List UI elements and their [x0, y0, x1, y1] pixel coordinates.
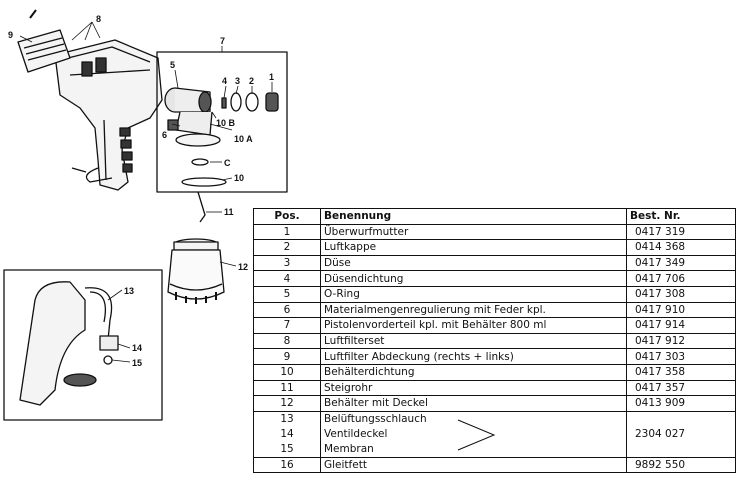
cell-nr: 9892 550 [626, 456, 736, 474]
header-name: Benennung [320, 208, 627, 225]
callout-11: 11 [224, 207, 234, 217]
cell-pos: 2 [253, 239, 321, 256]
callout-15: 15 [132, 358, 142, 368]
nozzle-assembly [164, 87, 279, 223]
cell-name: Materialmengenregulierung mit Feder kpl. [320, 301, 627, 319]
cell-pos: 8 [253, 332, 321, 350]
cell-name: Steigrohr [320, 379, 627, 397]
cell-pos: 3 [253, 254, 321, 272]
cell-name: O-Ring [320, 285, 627, 303]
group-pos: 13 [280, 412, 294, 425]
cell-pos: 9 [253, 348, 321, 365]
container [167, 238, 225, 304]
cell-pos-group: 13 14 15 [253, 410, 321, 458]
cell-nr: 0417 706 [626, 270, 736, 287]
callout-6: 6 [162, 130, 167, 140]
group-pos: 14 [280, 427, 294, 440]
cell-nr-group: 2304 027 [626, 410, 736, 458]
cell-name: Düsendichtung [320, 270, 627, 287]
group-name: Membran [324, 442, 374, 455]
cell-name: Luftkappe [320, 239, 627, 256]
callout-7: 7 [220, 36, 225, 46]
group-name: Belüftungsschlauch [324, 412, 427, 425]
callout-14: 14 [132, 343, 142, 353]
cell-name: Behälterdichtung [320, 363, 627, 381]
cell-pos: 16 [253, 456, 321, 474]
cell-nr: 0417 303 [626, 348, 736, 365]
cell-nr: 0417 319 [626, 223, 736, 241]
cell-name: Luftfilterset [320, 332, 627, 350]
cell-pos: 5 [253, 285, 321, 303]
cell-pos: 11 [253, 379, 321, 397]
cell-pos: 7 [253, 317, 321, 334]
leader-lines [19, 21, 273, 363]
callout-9: 9 [8, 30, 13, 40]
group-name: Ventildeckel [324, 427, 388, 440]
callout-c: C [224, 158, 231, 168]
cell-nr: 0417 308 [626, 285, 736, 303]
inset-detail [19, 281, 119, 406]
cell-nr: 0417 357 [626, 379, 736, 397]
cell-pos: 1 [253, 223, 321, 241]
callout-3: 3 [235, 76, 240, 86]
cell-nr: 0417 912 [626, 332, 736, 350]
inset-frame [3, 269, 163, 421]
callout-10b: 10 B [216, 118, 236, 128]
cell-name: Gleitfett [320, 456, 627, 474]
cell-name: Überwurfmutter [320, 223, 627, 241]
group-pos: 15 [280, 442, 294, 455]
cell-nr: 0413 909 [626, 395, 736, 412]
cell-nr: 0414 368 [626, 239, 736, 256]
cell-name: Pistolenvorderteil kpl. mit Behälter 800… [320, 317, 627, 334]
group-bracket-icon [457, 419, 496, 451]
header-nr: Best. Nr. [626, 208, 736, 225]
table-header-row: Pos. Benennung Best. Nr. [253, 208, 736, 225]
callout-10: 10 [234, 173, 244, 183]
callout-8: 8 [96, 14, 101, 24]
cell-name: Düse [320, 254, 627, 272]
header-pos: Pos. [253, 208, 321, 225]
cell-nr: 0417 358 [626, 363, 736, 381]
cell-name-group: Belüftungsschlauch Ventildeckel Membran [320, 410, 627, 458]
cell-name: Luftfilter Abdeckung (rechts + links) [320, 348, 627, 365]
cell-pos: 10 [253, 363, 321, 381]
callout-4: 4 [222, 76, 227, 86]
cell-nr: 0417 349 [626, 254, 736, 272]
callout-1: 1 [269, 72, 274, 82]
callout-10a: 10 A [234, 134, 253, 144]
cell-name: Behälter mit Deckel [320, 395, 627, 412]
cell-pos: 6 [253, 301, 321, 319]
callout-12: 12 [238, 262, 248, 272]
spray-gun-body [17, 9, 163, 191]
cell-nr: 0417 910 [626, 301, 736, 319]
cell-pos: 12 [253, 395, 321, 412]
callout-5: 5 [170, 60, 175, 70]
cell-nr: 0417 914 [626, 317, 736, 334]
table-row-group: 13 14 15 Belüftungsschlauch Ventildeckel… [253, 410, 736, 458]
callout-13: 13 [124, 286, 134, 296]
cell-pos: 4 [253, 270, 321, 287]
callout-2: 2 [249, 76, 254, 86]
